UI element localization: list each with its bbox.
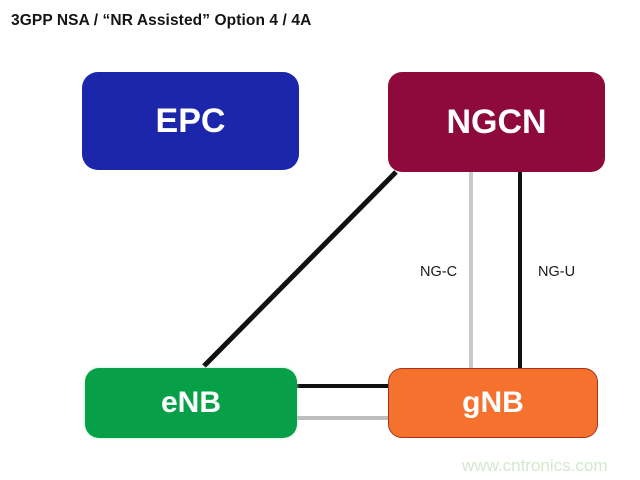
node-gnb[interactable]: gNB bbox=[388, 368, 598, 438]
link-enb-gnb-user-plane bbox=[293, 384, 391, 388]
link-enb-gnb-control-plane bbox=[293, 416, 391, 420]
node-epc[interactable]: EPC bbox=[82, 72, 299, 170]
link-ngcn-enb-stroke bbox=[202, 170, 398, 368]
edge-label-ng-c: NG-C bbox=[420, 264, 458, 280]
link-ngcn-enb bbox=[202, 170, 398, 368]
node-ngcn[interactable]: NGCN bbox=[388, 72, 605, 172]
link-ngcn-gnb-ng-u bbox=[518, 170, 522, 370]
node-enb[interactable]: eNB bbox=[85, 368, 297, 438]
link-ngcn-gnb-ng-c bbox=[469, 170, 473, 370]
edge-label-ng-u: NG-U bbox=[538, 264, 576, 280]
diagram-title: 3GPP NSA / “NR Assisted” Option 4 / 4A bbox=[11, 12, 312, 29]
watermark: www.cntronics.com bbox=[462, 456, 608, 475]
